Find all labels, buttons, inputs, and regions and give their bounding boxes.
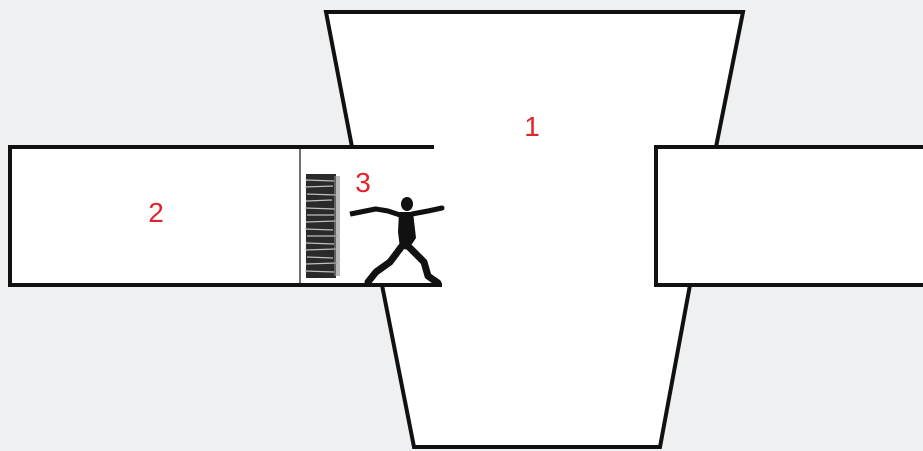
region-2-label: 2 xyxy=(148,197,164,228)
book-stack-icon xyxy=(305,174,340,278)
region-1-label: 1 xyxy=(524,111,540,142)
right-corridor-fill xyxy=(656,147,923,285)
region-3-label: 3 xyxy=(355,167,371,198)
right-corridor xyxy=(656,147,923,285)
